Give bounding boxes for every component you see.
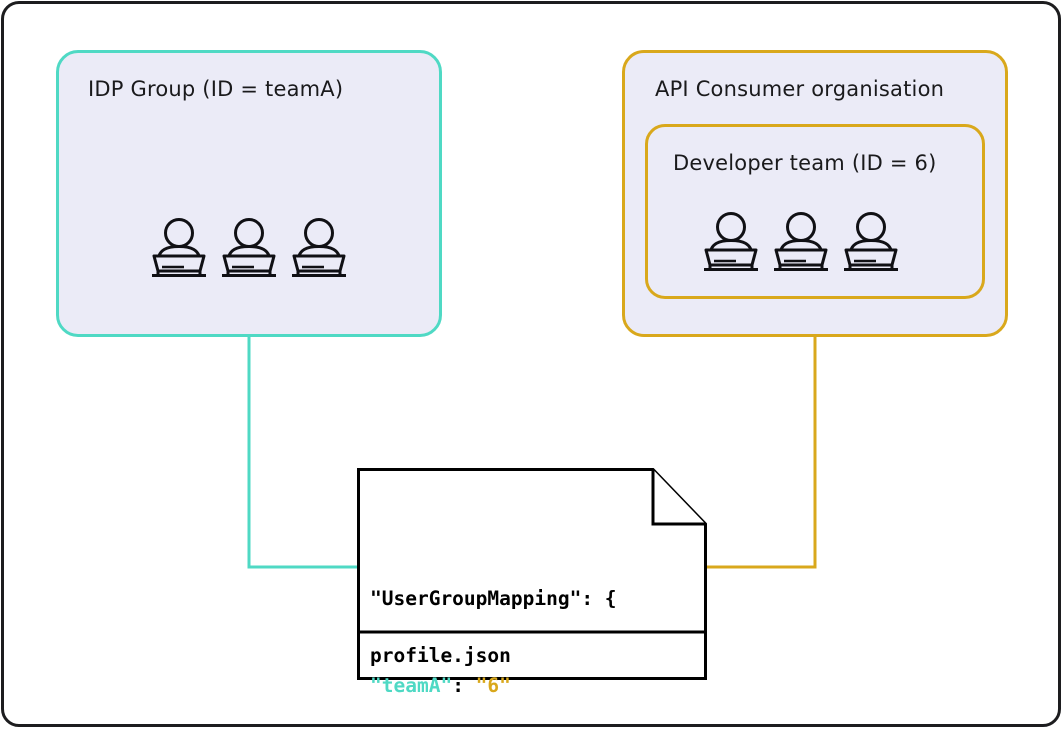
idp-group-title: IDP Group (ID = teamA) [88, 77, 344, 101]
person-at-laptop-icon [152, 218, 206, 277]
code-line-2: "teamA": "6" [370, 671, 700, 700]
idp-group-box [56, 50, 442, 337]
person-at-laptop-icon [292, 218, 346, 277]
person-at-laptop-icon [704, 212, 758, 271]
code-line-1: "UserGroupMapping": { [370, 587, 617, 610]
api-consumer-organisation-title: API Consumer organisation [655, 77, 945, 101]
document-body [357, 468, 707, 680]
developer-team-people [702, 210, 900, 272]
idp-group-people [150, 216, 348, 278]
profile-json-document-card: "UserGroupMapping": { "teamA": "6" } pro… [357, 468, 707, 697]
document-code: "UserGroupMapping": { "teamA": "6" } [370, 526, 700, 730]
code-value-6: "6" [475, 674, 511, 697]
code-colon: : [452, 674, 476, 697]
document-fold-corner-icon [651, 469, 706, 526]
person-at-laptop-icon [774, 212, 828, 271]
person-at-laptop-icon [844, 212, 898, 271]
document-filename: profile.json [370, 644, 511, 667]
developer-team-title: Developer team (ID = 6) [673, 151, 937, 175]
code-key-teamA: "teamA" [370, 674, 453, 697]
idp-connector-line [247, 337, 392, 569]
document-outline [357, 468, 707, 680]
person-at-laptop-icon [222, 218, 276, 277]
